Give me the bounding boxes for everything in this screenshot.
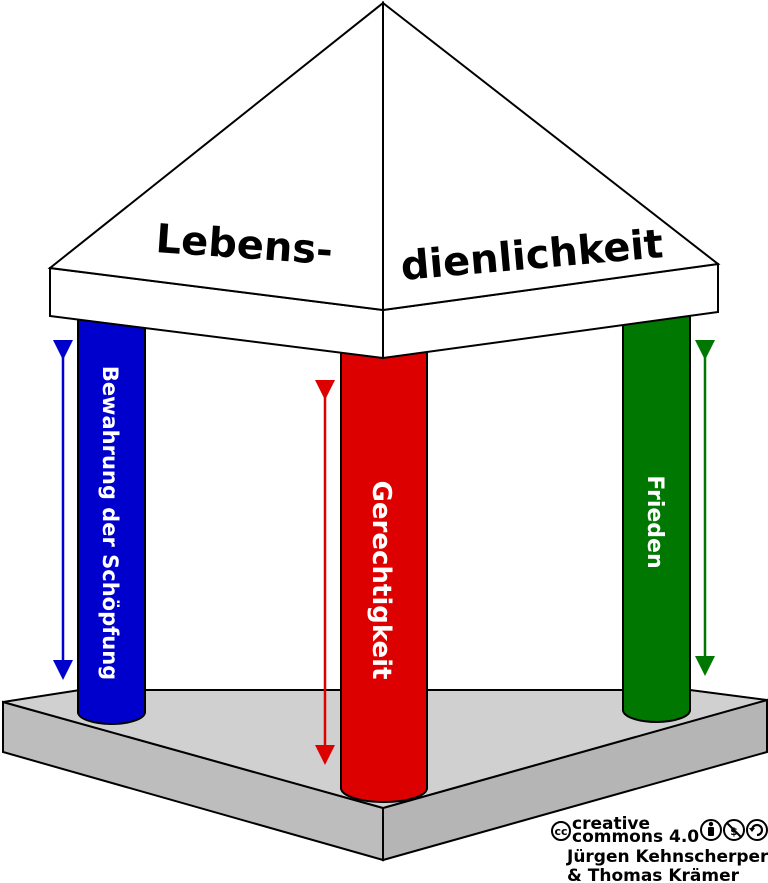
pillar-frieden: Frieden — [622, 299, 691, 723]
roof-face-right — [382, 0, 721, 312]
pillar-bewahrung-label: Bewahrung der Schöpfung — [98, 366, 122, 680]
pillar-gerechtigkeit-body — [340, 339, 428, 789]
license-line2: commons 4.0 — [572, 827, 699, 847]
pillar-gerechtigkeit: Gerechtigkeit — [340, 339, 428, 803]
pillar-frieden-label: Frieden — [642, 475, 667, 568]
cc-icon — [551, 821, 571, 841]
license-line1: creative — [572, 814, 650, 834]
pillar-bewahrung-body — [77, 299, 146, 713]
by-icon — [700, 819, 722, 841]
author-line2: & Thomas Krämer — [567, 866, 740, 883]
svg-text:$: $ — [730, 825, 738, 838]
roof: Lebens- dienlichkeit — [47, 0, 721, 360]
sa-icon — [746, 819, 768, 841]
cc-symbol: cc — [554, 825, 567, 838]
credits: cc creative commons 4.0 $ Jürgen Kehnsch… — [551, 814, 768, 883]
pillar-gerechtigkeit-label: Gerechtigkeit — [366, 481, 396, 680]
pillar-bewahrung: Bewahrung der Schöpfung — [77, 299, 146, 725]
nc-icon: $ — [723, 819, 745, 841]
author-line1: Jürgen Kehnscherper — [566, 847, 768, 867]
